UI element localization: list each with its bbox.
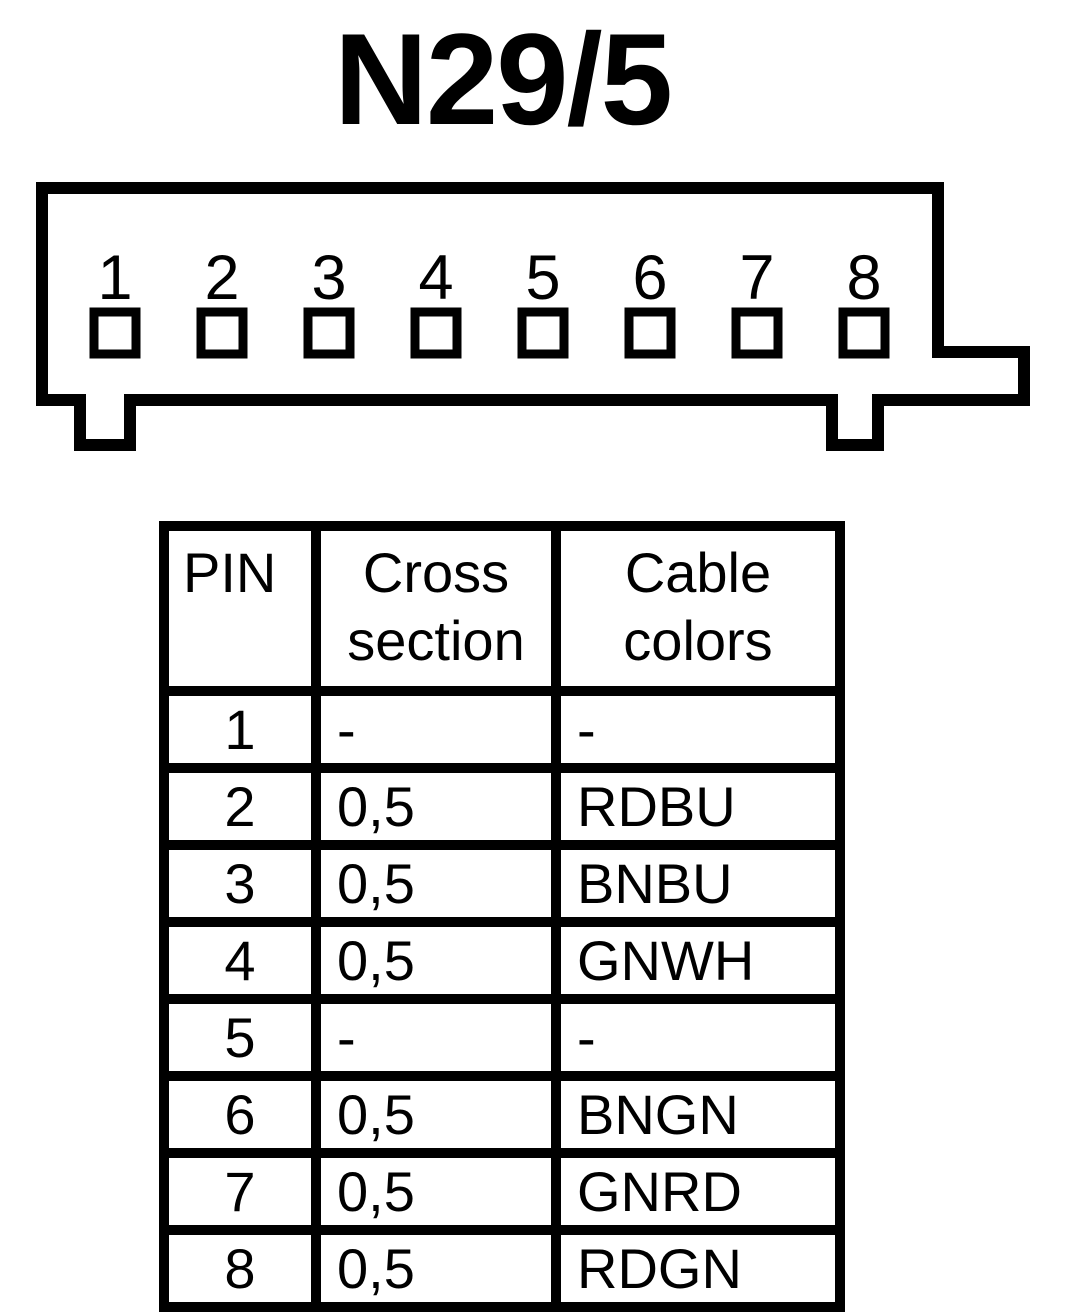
pin-number: 2: [204, 243, 239, 313]
cable-color-cell: BNBU: [551, 840, 845, 927]
pin-square: [196, 307, 248, 359]
table-row: 8 0,5 RDGN: [159, 1225, 845, 1312]
pin-square: [838, 307, 890, 359]
cable-color-cell: -: [551, 686, 845, 773]
pinout-table: PIN Cross section Cable colors 1 - - 2 0…: [159, 521, 845, 1312]
pin-cell: 5: [159, 994, 321, 1081]
pin-8: 8: [838, 243, 890, 359]
pin-number: 8: [846, 243, 881, 313]
pin-7: 7: [731, 243, 783, 359]
pin-cell: 6: [159, 1071, 321, 1158]
pin-cell: 8: [159, 1225, 321, 1312]
table-row: 3 0,5 BNBU: [159, 840, 845, 927]
pin-cell: 3: [159, 840, 321, 927]
page-title: N29/5: [334, 6, 673, 152]
pin-number: 5: [525, 243, 560, 313]
table-row: 1 - -: [159, 686, 845, 773]
table-row: 2 0,5 RDBU: [159, 763, 845, 850]
pin-number: 3: [311, 243, 346, 313]
table-row: 7 0,5 GNRD: [159, 1148, 845, 1235]
pin-4: 4: [410, 243, 462, 359]
connector-diagram: 1 2 3 4 5 6 7 8: [36, 182, 1030, 451]
cross-section-cell: 0,5: [311, 1071, 561, 1158]
header-cross-section: Cross section: [311, 521, 561, 696]
table-row: 5 - -: [159, 994, 845, 1081]
pin-5: 5: [517, 243, 569, 359]
pin-square: [624, 307, 676, 359]
pin-2: 2: [196, 243, 248, 359]
pin-6: 6: [624, 243, 676, 359]
pin-square: [410, 307, 462, 359]
pin-cell: 4: [159, 917, 321, 1004]
pin-cell: 1: [159, 686, 321, 773]
cable-color-cell: GNWH: [551, 917, 845, 1004]
pin-number: 7: [739, 243, 774, 313]
pin-cell: 2: [159, 763, 321, 850]
cable-color-cell: GNRD: [551, 1148, 845, 1235]
cross-section-cell: -: [311, 994, 561, 1081]
pin-square: [517, 307, 569, 359]
table-row: 4 0,5 GNWH: [159, 917, 845, 1004]
pin-3: 3: [303, 243, 355, 359]
pin-number: 1: [97, 243, 132, 313]
pin-1: 1: [89, 243, 141, 359]
pin-square: [89, 307, 141, 359]
table-row: 6 0,5 BNGN: [159, 1071, 845, 1158]
cable-color-cell: RDBU: [551, 763, 845, 850]
cross-section-cell: 0,5: [311, 840, 561, 927]
cross-section-cell: 0,5: [311, 917, 561, 1004]
cross-section-cell: 0,5: [311, 763, 561, 850]
pin-number: 6: [632, 243, 667, 313]
pin-number: 4: [418, 243, 453, 313]
cross-section-cell: 0,5: [311, 1148, 561, 1235]
pin-cell: 7: [159, 1148, 321, 1235]
header-pin: PIN: [159, 521, 321, 696]
cable-color-cell: BNGN: [551, 1071, 845, 1158]
header-cable-colors: Cable colors: [551, 521, 845, 696]
pin-square: [731, 307, 783, 359]
cable-color-cell: RDGN: [551, 1225, 845, 1312]
cross-section-cell: 0,5: [311, 1225, 561, 1312]
table-header-row: PIN Cross section Cable colors: [159, 521, 845, 696]
cross-section-cell: -: [311, 686, 561, 773]
cable-color-cell: -: [551, 994, 845, 1081]
pin-square: [303, 307, 355, 359]
